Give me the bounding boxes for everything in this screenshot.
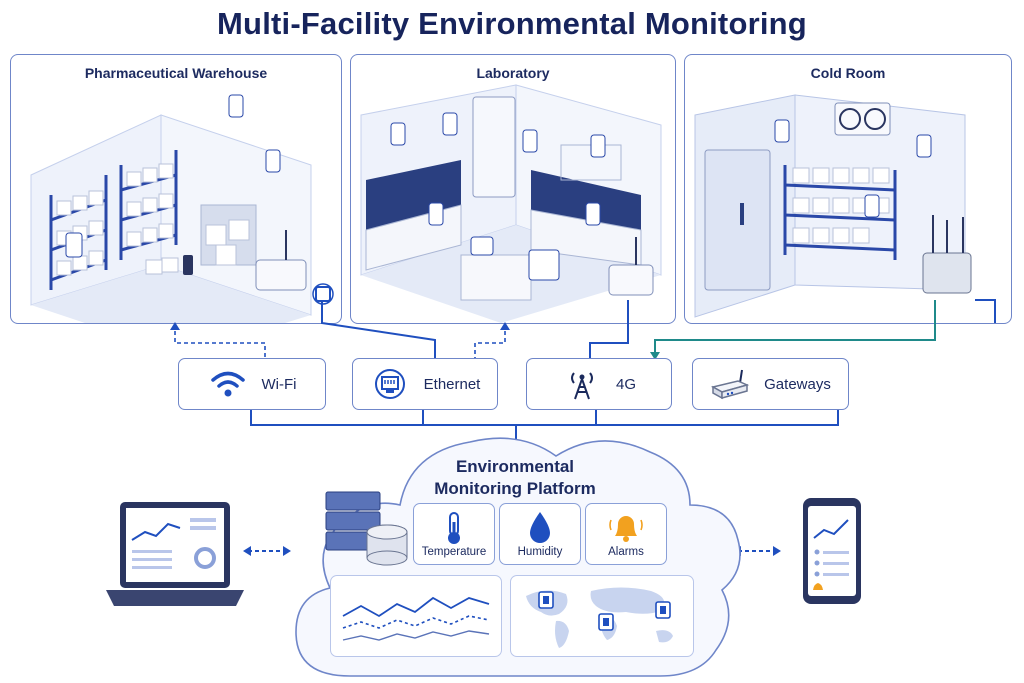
sensor-icon: [428, 202, 444, 226]
connectivity-label: Gateways: [764, 375, 831, 393]
sensor-icon: [522, 129, 538, 153]
sensor-icon: [228, 94, 244, 118]
sensor-icon: [265, 149, 281, 173]
connectivity-4g: 4G: [526, 358, 672, 410]
sensor-icon: [390, 122, 406, 146]
building-marker-icon: [598, 613, 614, 631]
facility-title: Pharmaceutical Warehouse: [84, 65, 268, 81]
connectivity-label: Wi-Fi: [261, 375, 297, 393]
tile-alarms[interactable]: Alarms: [585, 503, 667, 565]
lab-analyzer: [470, 236, 494, 256]
building-marker-icon: [655, 601, 671, 619]
water-drop-icon: [530, 512, 550, 543]
thermometer-icon: [448, 512, 460, 544]
platform-title-line2: Monitoring Platform: [434, 479, 596, 498]
connectivity-label: 4G: [615, 375, 636, 393]
wifi-icon: [208, 366, 248, 402]
page-title: Multi-Facility Environmental Monitoring: [217, 6, 807, 41]
connectivity-label: Ethernet: [423, 375, 481, 393]
evaporator-unit: [834, 102, 891, 136]
refrigerator: [472, 96, 516, 198]
connectivity-wifi: Wi-Fi: [178, 358, 326, 410]
sensor-icon: [864, 194, 880, 218]
lab-bench: [460, 254, 532, 301]
sensor-icon: [774, 119, 790, 143]
trend-lines: [342, 596, 490, 641]
facility-title: Cold Room: [810, 65, 886, 81]
laptop-icon: [106, 502, 244, 606]
cell-tower-icon: [562, 366, 602, 402]
cold-room-illustration: [694, 94, 972, 318]
facility-title: Laboratory: [476, 65, 550, 81]
trend-chart-card: [330, 575, 502, 657]
ethernet-port-icon: [370, 366, 410, 402]
cold-room-door: [704, 149, 771, 291]
smartphone-icon: [803, 498, 861, 604]
sensor-icon: [590, 134, 606, 158]
sensor-icon: [183, 255, 193, 275]
tile-temperature[interactable]: Temperature: [413, 503, 495, 565]
sensor-icon: [65, 232, 83, 258]
sensor-icon: [442, 112, 458, 136]
lab-instrument: [528, 249, 560, 281]
tile-humidity[interactable]: Humidity: [499, 503, 581, 565]
gateway-device: [608, 264, 654, 296]
platform-title-line1: Environmental: [455, 457, 575, 476]
platform-title: Environmental Monitoring Platform: [380, 456, 650, 500]
warehouse-illustration: [30, 94, 334, 323]
sensor-icon: [916, 134, 932, 158]
facility-map-card: [510, 575, 694, 657]
connectivity-ethernet: Ethernet: [352, 358, 498, 410]
sensor-icon: [585, 202, 601, 226]
world-map: [526, 587, 673, 648]
gateway-device: [255, 259, 307, 291]
building-marker-icon: [538, 591, 554, 609]
connectivity-gateways: Gateways: [692, 358, 849, 410]
database-icon: [325, 491, 408, 566]
laboratory-illustration: [360, 84, 662, 323]
cellular-link: [654, 300, 936, 358]
facility-panel-laboratory: Laboratory: [350, 54, 676, 324]
facility-panel-warehouse: Pharmaceutical Warehouse: [10, 54, 342, 324]
facility-panel-cold-room: Cold Room: [684, 54, 1012, 324]
bell-icon: [609, 516, 643, 542]
gateway-router-icon: [710, 366, 750, 402]
